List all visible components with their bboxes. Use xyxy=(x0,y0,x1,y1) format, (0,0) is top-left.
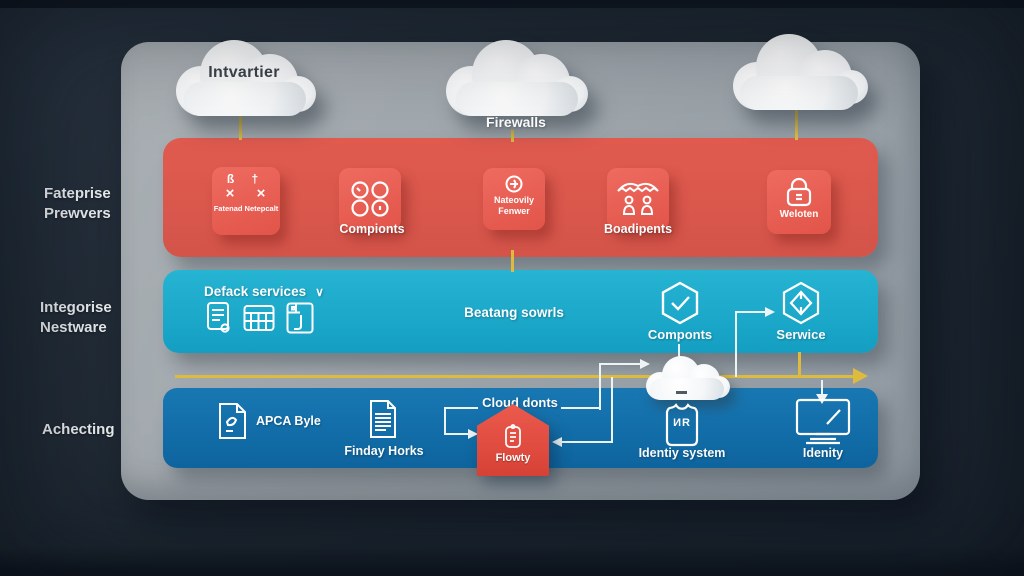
connector-service-h xyxy=(735,311,765,313)
top-edge-shade xyxy=(0,0,1024,8)
flowty-left-h xyxy=(444,433,468,435)
hexagon-check-icon xyxy=(661,281,699,325)
cloud-external xyxy=(728,30,873,114)
cloud-internet: Intvartier xyxy=(170,36,320,120)
tile-threat-caption: Fatenad Netepcalt xyxy=(213,204,279,213)
tile-components xyxy=(339,168,401,230)
document-pen-icon xyxy=(219,403,246,439)
rail-label-integration: Integorise Nestware xyxy=(40,299,112,337)
crossed-swords-icon: × × xyxy=(225,185,275,202)
serwice-label: Serwice xyxy=(776,327,826,342)
flowty-right-v xyxy=(611,377,613,443)
flowty-left-v xyxy=(444,407,446,435)
idenity-label: Idenity xyxy=(802,446,844,460)
service-arrowhead xyxy=(765,307,775,317)
rail-label-acting: Achecting xyxy=(42,421,115,438)
flowty-left-arrowhead xyxy=(468,429,478,439)
cloud-donts-label: Cloud donts xyxy=(482,395,558,410)
flowty-right-h xyxy=(562,441,612,443)
chat-document-icon xyxy=(207,302,230,333)
tile-endpoints-caption: Boadipents xyxy=(603,222,673,236)
gateway-figures-icon xyxy=(617,182,659,215)
connector-cloud1 xyxy=(239,104,242,140)
donts-label-right-line xyxy=(561,407,601,409)
donts-label-left-line xyxy=(444,407,478,409)
cloud-puff xyxy=(740,76,858,110)
cloud-arrowhead xyxy=(640,359,650,369)
apca-byle-label: APCA Byle xyxy=(256,414,321,428)
connector-cyan-flow xyxy=(798,352,801,378)
defack-services-label: Defack services xyxy=(204,284,307,299)
tile-lock: Weloten xyxy=(767,170,831,234)
firewalls-label: Firewalls xyxy=(486,114,546,130)
calendar-grid-icon xyxy=(243,305,275,331)
hr-glyph: ИR xyxy=(673,417,691,429)
bottom-edge-shade xyxy=(0,546,1024,576)
padlock-icon xyxy=(786,177,812,207)
identity-drop-v xyxy=(821,380,823,394)
threat-glyphs-icon: ß † xyxy=(226,172,266,186)
finday-horks-label: Finday Horks xyxy=(344,444,424,458)
cloud-puff xyxy=(456,82,578,116)
cloud-firewalls xyxy=(440,36,592,120)
tile-network-server: Nateovily Fenwer xyxy=(483,168,545,230)
connector-cloud2 xyxy=(511,130,514,142)
cloud-puff xyxy=(184,82,306,116)
cloud-internet-label: Intvartier xyxy=(208,64,280,81)
services-icon-row xyxy=(206,301,314,335)
connector-donts-h xyxy=(600,363,640,365)
flowty-caption: Flowty xyxy=(495,452,531,464)
rail-label-enterprise: Fateprise Prewvers xyxy=(44,185,111,223)
flowty-pentagon: Flowty xyxy=(477,404,549,476)
module-icon xyxy=(286,302,314,334)
flow-line-main xyxy=(175,375,853,378)
flowty-shape: Flowty xyxy=(477,404,549,476)
identiy-system-label: Identiy system xyxy=(638,446,726,460)
tile-threat: ß † × × Fatenad Netepcalt xyxy=(212,167,280,235)
document-icon xyxy=(370,400,396,438)
beatang-label: Beatang sowrls xyxy=(464,305,564,320)
connector-service-v xyxy=(735,313,737,377)
defack-services-dropdown[interactable]: Defack services ∨ xyxy=(204,284,324,299)
connector-componts-cloud xyxy=(678,344,680,358)
hexagon-cube-icon xyxy=(782,281,820,325)
tile-endpoints xyxy=(607,168,669,230)
badge-icon xyxy=(505,424,521,448)
componts-label: Componts xyxy=(647,327,713,342)
cloud-puff xyxy=(650,378,724,400)
jar-lid-mark xyxy=(676,391,687,394)
identity-jar-icon xyxy=(665,403,699,447)
flow-cloud xyxy=(644,350,730,404)
tile-lock-caption: Weloten xyxy=(779,209,819,220)
flowty-right-arrowhead xyxy=(552,437,562,447)
connector-cloud3 xyxy=(795,102,798,140)
tile-network-caption: Nateovily Fenwer xyxy=(493,195,535,217)
globe-icon xyxy=(505,175,523,193)
tile-components-caption: Compionts xyxy=(339,222,405,236)
monitor-icon xyxy=(795,398,851,445)
connector-donts-v xyxy=(599,363,601,410)
flow-arrowhead-right xyxy=(853,368,868,384)
four-circles-icon xyxy=(351,181,389,217)
connector-red-cyan xyxy=(511,250,514,272)
chevron-down-icon: ∨ xyxy=(315,285,324,299)
